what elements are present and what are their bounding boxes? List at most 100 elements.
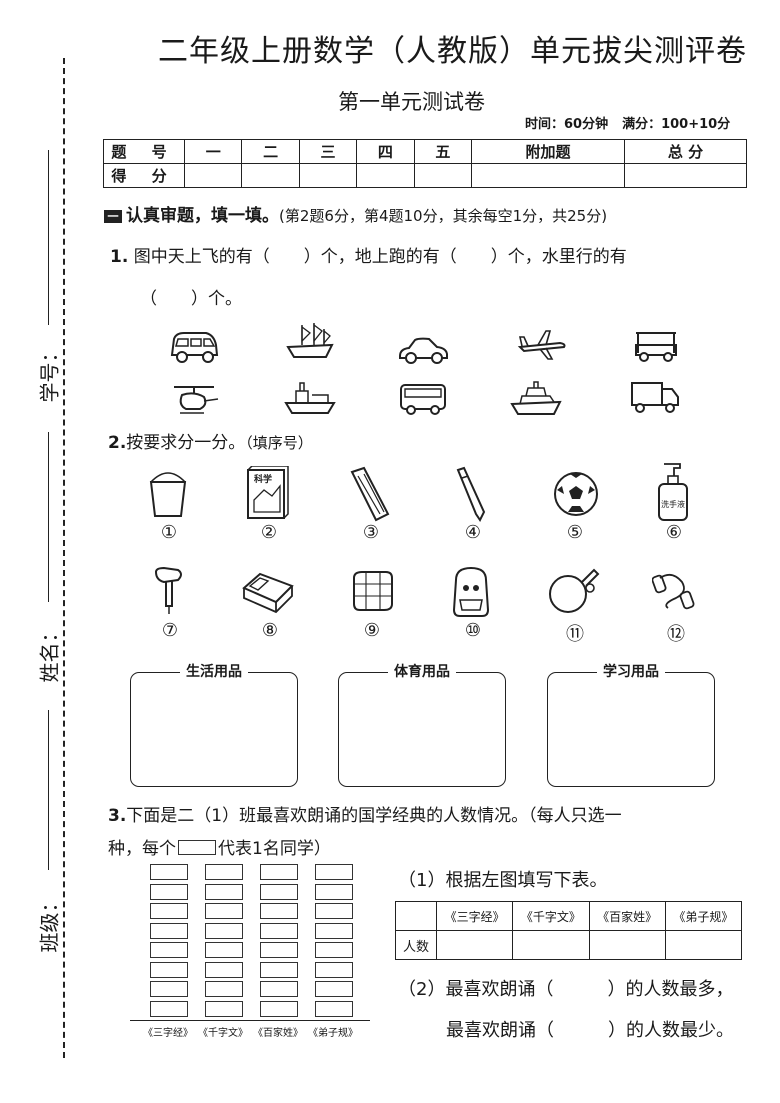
category-label: 体育用品 xyxy=(388,664,456,680)
question-2: 2.按要求分一分。（填序号） xyxy=(108,428,313,453)
book-title-text: 科学 xyxy=(254,473,272,485)
table-row: 人数 xyxy=(395,930,743,960)
score-table-score-row: 得 分 xyxy=(103,163,747,188)
category-box-daily-items[interactable]: 生活用品 xyxy=(130,664,298,787)
score-input-cell[interactable] xyxy=(624,163,747,188)
question-note: （填序号） xyxy=(245,434,313,452)
tally-box xyxy=(205,864,243,880)
question-number: 1. xyxy=(110,247,129,267)
tally-box xyxy=(205,922,243,939)
tally-box xyxy=(315,961,353,978)
score-label: 满分：100+10分 xyxy=(622,117,731,132)
table-header-row: 《三字经》 《千字文》 《百家姓》 《弟子规》 xyxy=(395,901,743,931)
section-number-badge: 一 xyxy=(104,210,122,223)
tally-box xyxy=(205,903,243,919)
question-3-line2: 种，每个代表1名同学） xyxy=(108,834,331,859)
reading-count-table: 《三字经》 《千字文》 《百家姓》 《弟子规》 人数 xyxy=(395,901,743,960)
answer-cell[interactable] xyxy=(664,930,743,960)
tally-box-legend xyxy=(178,840,216,855)
time-label: 时间：60分钟 xyxy=(525,117,609,132)
student-id-line xyxy=(48,150,49,325)
tally-category-label: 《弟子规》 xyxy=(308,1028,358,1039)
table-corner-cell xyxy=(395,901,437,931)
tally-box xyxy=(260,942,298,958)
tally-box xyxy=(260,883,298,900)
tally-box xyxy=(315,903,353,919)
tally-box xyxy=(315,1000,353,1017)
score-table-cell: 一 xyxy=(183,139,243,164)
item-number: ① xyxy=(160,522,178,543)
tally-box xyxy=(150,903,188,919)
section-scoring-note: (第2题6分，第4题10分，其余每空1分，共25分) xyxy=(279,207,608,225)
bed-icon xyxy=(240,568,296,614)
tally-box xyxy=(315,981,353,997)
bucket-icon xyxy=(143,468,193,520)
cart-icon xyxy=(630,325,682,365)
score-table-header-row: 题 号 一 二 三 四 五 附加题 总 分 xyxy=(103,139,747,164)
item-number: ⑨ xyxy=(363,620,381,641)
score-table-cell: 四 xyxy=(356,139,415,164)
score-input-cell[interactable] xyxy=(471,163,626,188)
table-header-cell: 《弟子规》 xyxy=(664,901,743,931)
pen-icon xyxy=(450,466,490,522)
tally-box xyxy=(315,942,353,958)
item-number: ② xyxy=(260,522,278,543)
soccer-ball-icon xyxy=(552,470,600,518)
tally-box xyxy=(205,961,243,978)
question-number: 3. xyxy=(108,806,127,826)
score-table: 题 号 一 二 三 四 五 附加题 总 分 得 分 xyxy=(103,139,747,188)
tally-box xyxy=(150,922,188,939)
pencil-case-icon xyxy=(344,466,394,522)
score-input-cell[interactable] xyxy=(183,163,243,188)
question-3-sub2-line2: 最喜欢朗诵（ ）的人数最少。 xyxy=(446,1020,734,1041)
score-table-cell: 附加题 xyxy=(471,139,626,164)
cruise-ship-icon xyxy=(510,378,562,418)
question-text: 按要求分一分。 xyxy=(126,433,246,453)
answer-cell[interactable] xyxy=(435,930,514,960)
item-number: ⑥ xyxy=(665,522,683,543)
sailing-ship-icon xyxy=(284,321,336,361)
tally-box xyxy=(205,883,243,900)
name-label: 姓名： xyxy=(37,622,62,683)
item-number: ⑫ xyxy=(667,624,685,645)
table-header-cell: 《三字经》 xyxy=(435,901,514,931)
helicopter-icon xyxy=(168,379,220,419)
score-input-cell[interactable] xyxy=(413,163,473,188)
tally-category-label: 《千字文》 xyxy=(198,1028,248,1039)
tally-box xyxy=(315,883,353,900)
item-number: ⑤ xyxy=(566,522,584,543)
score-input-cell[interactable] xyxy=(298,163,358,188)
category-label: 学习用品 xyxy=(597,664,665,680)
tally-box xyxy=(205,1000,243,1017)
tally-box xyxy=(260,1000,298,1017)
answer-cell[interactable] xyxy=(588,930,666,960)
tally-box xyxy=(205,942,243,958)
category-box-study-items[interactable]: 学习用品 xyxy=(547,664,715,787)
binding-dashed-line xyxy=(63,58,65,1058)
answer-cell[interactable] xyxy=(512,930,590,960)
score-table-cell: 题 号 xyxy=(103,139,185,164)
question-3-sub1: （1）根据左图填写下表。 xyxy=(398,870,608,891)
hand-sanitizer-icon: 洗手液 xyxy=(654,462,692,522)
bottle-label-text: 洗手液 xyxy=(661,499,685,509)
question-text: 下面是二（1）班最喜欢朗诵的国学经典的人数情况。（每人只选一 xyxy=(126,806,622,826)
score-table-cell: 五 xyxy=(413,139,473,164)
class-label: 班级： xyxy=(37,892,62,953)
category-box-sports-items[interactable]: 体育用品 xyxy=(338,664,506,787)
backpack-icon xyxy=(448,564,494,618)
blanket-icon xyxy=(350,570,396,612)
tally-chart-labels: 《三字经》《千字文》《百家姓》《弟子规》 xyxy=(130,1024,370,1039)
score-input-cell[interactable] xyxy=(356,163,415,188)
class-line xyxy=(48,710,49,870)
tally-box xyxy=(150,1000,188,1017)
score-input-cell[interactable] xyxy=(241,163,300,188)
question-1-line2: （ ）个。 xyxy=(140,289,242,309)
table-row-label: 人数 xyxy=(395,930,437,960)
tally-box xyxy=(315,864,353,880)
table-header-cell: 《千字文》 xyxy=(512,901,590,931)
tally-category-label: 《百家姓》 xyxy=(253,1028,303,1039)
car-icon xyxy=(397,330,449,370)
tally-box xyxy=(150,981,188,997)
question-3-sub2-line1: （2）最喜欢朗诵（ ）的人数最多， xyxy=(398,979,734,1000)
question-number: 2. xyxy=(108,433,127,453)
